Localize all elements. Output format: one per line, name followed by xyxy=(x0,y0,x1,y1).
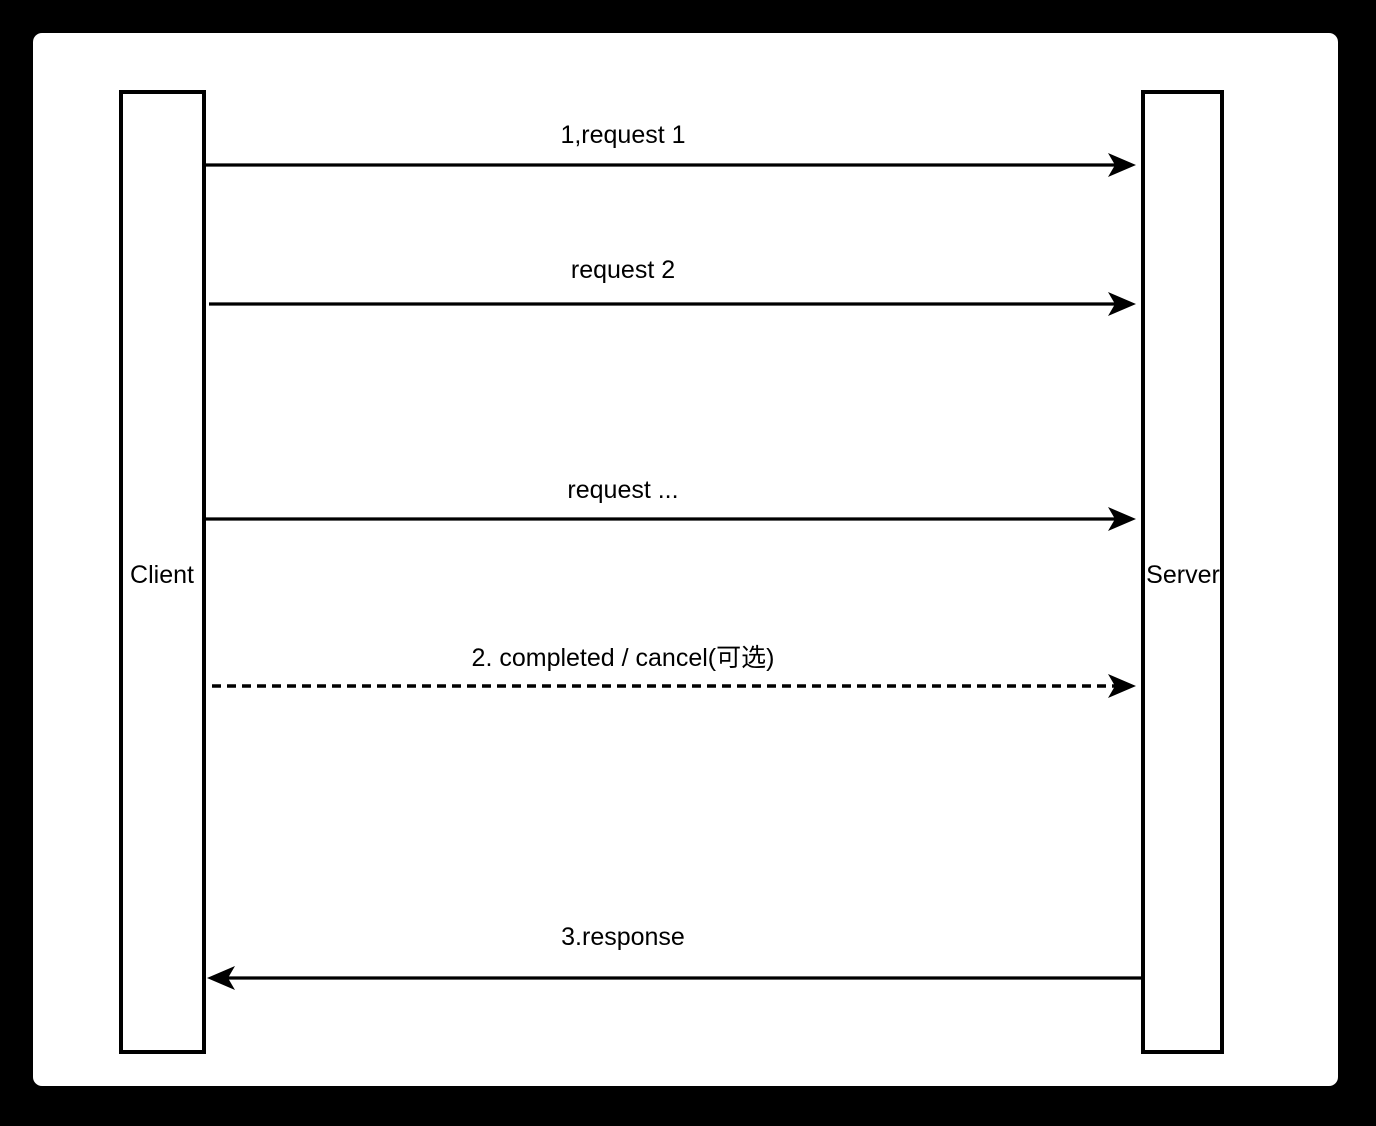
arrow-head-completed-cancel xyxy=(1108,674,1136,698)
message-label-completed-cancel: 2. completed / cancel(可选) xyxy=(472,644,775,672)
message-label-request-1: 1,request 1 xyxy=(560,121,685,149)
message-label-request-more: request ... xyxy=(567,476,678,504)
diagram-panel xyxy=(33,33,1338,1086)
actor-label-server: Server xyxy=(1146,561,1220,589)
arrow-head-request-more xyxy=(1108,507,1136,531)
actor-label-client: Client xyxy=(130,561,194,589)
arrow-head-request-2 xyxy=(1108,292,1136,316)
lifeline-box-server xyxy=(1141,90,1224,1054)
message-label-request-2: request 2 xyxy=(571,256,675,284)
lifeline-box-client xyxy=(119,90,206,1054)
message-label-response: 3.response xyxy=(561,923,685,951)
arrow-head-request-1 xyxy=(1108,153,1136,177)
arrow-head-response xyxy=(207,966,235,990)
